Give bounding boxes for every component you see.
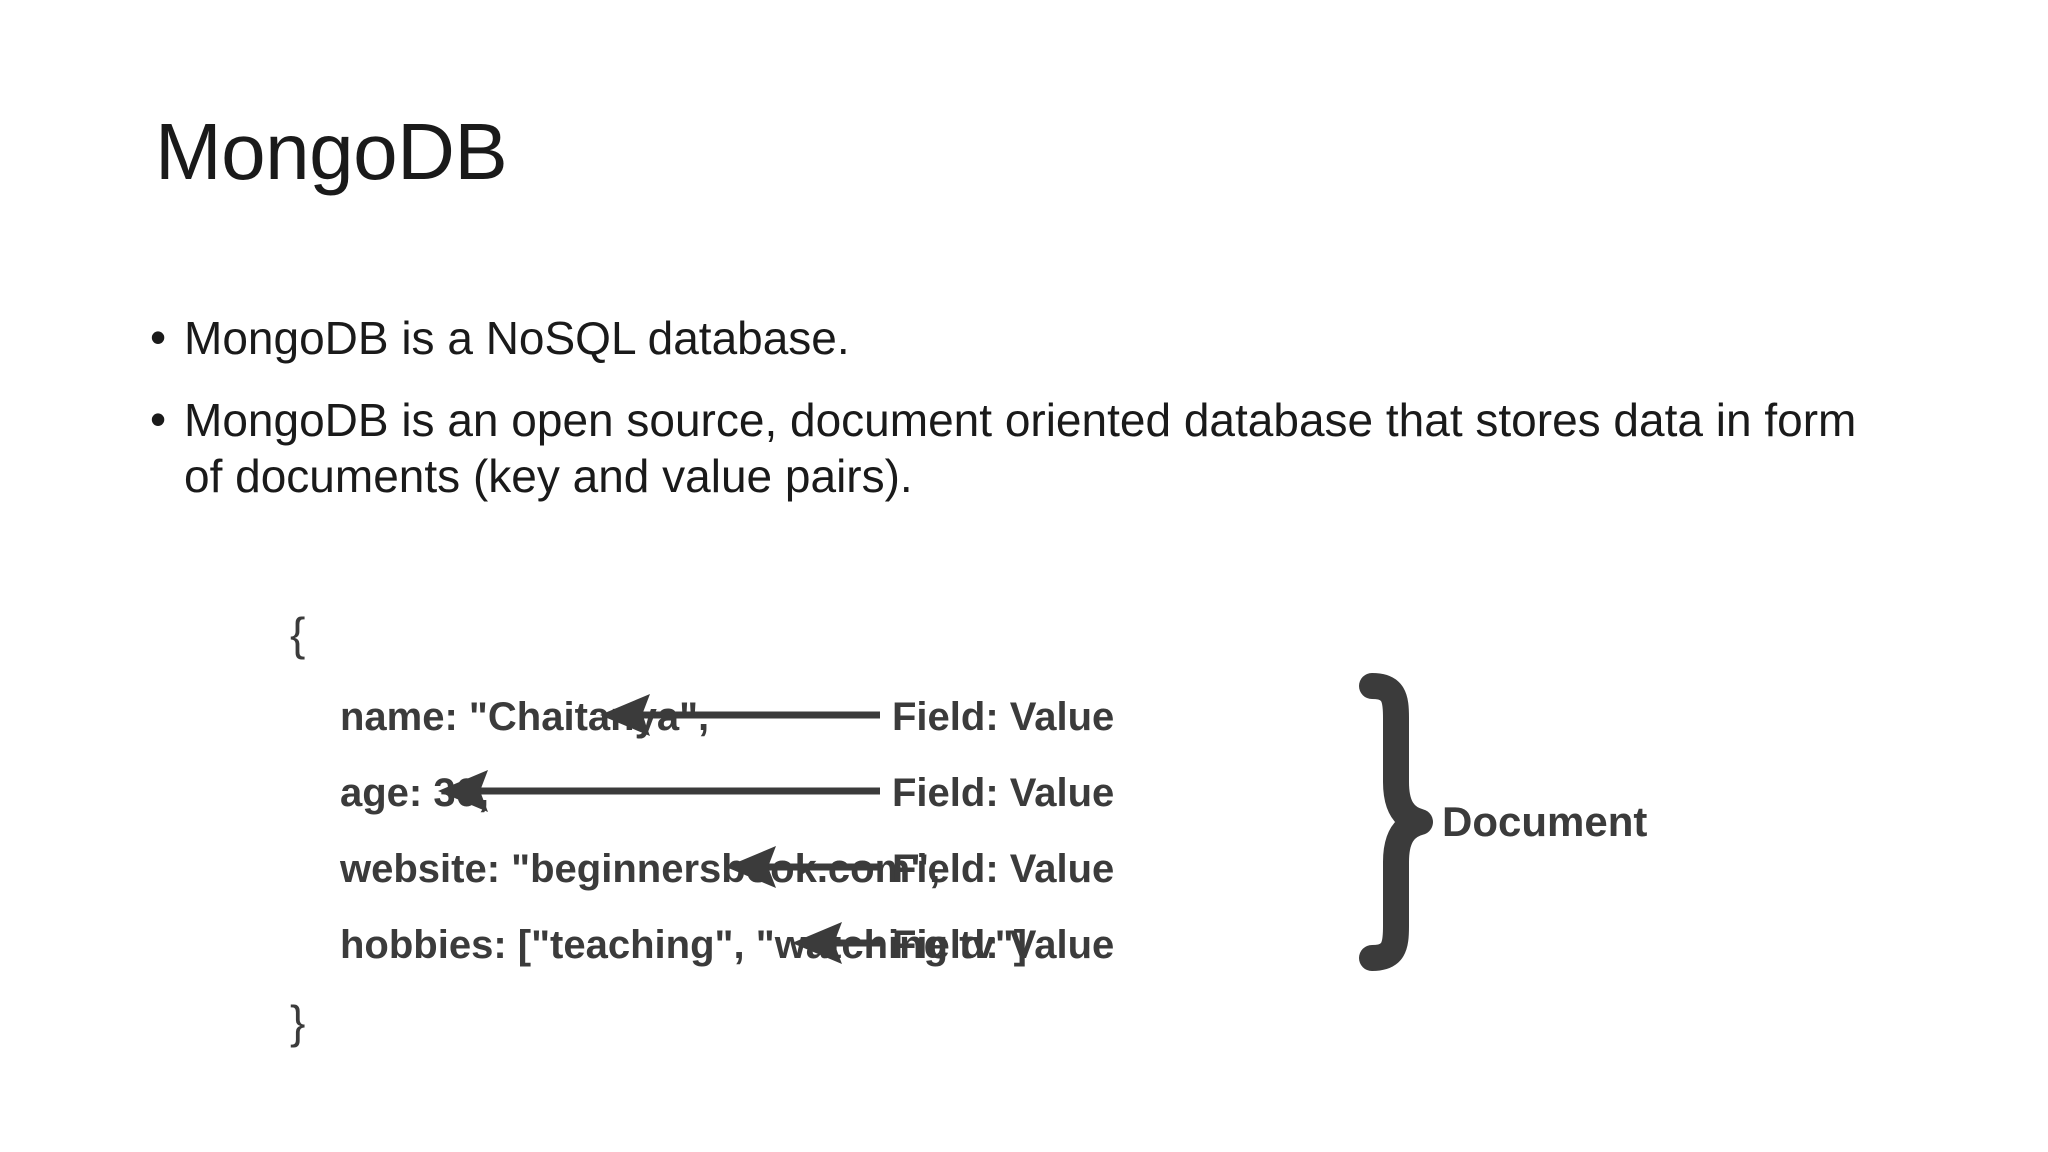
bullet-marker-icon: • [150,393,167,446]
list-item: • MongoDB is an open source, document or… [150,392,1910,504]
field-value-annotation: Field: Value [892,847,1114,891]
bullet-text: MongoDB is an open source, document orie… [184,394,1857,503]
document-label: Document [1442,798,1647,845]
list-item: • MongoDB is a NoSQL database. [150,310,1910,366]
arrow-icon [792,922,880,964]
arrow-icon [726,846,880,888]
bullet-list: • MongoDB is a NoSQL database. • MongoDB… [150,310,1910,530]
json-close-brace: } [290,996,305,1048]
page-title: MongoDB [155,107,508,196]
arrow-icon [600,694,880,736]
field-value-annotation: Field: Value [892,771,1114,815]
json-field-line: hobbies: ["teaching", "watching tv"] [340,923,1027,967]
mongodb-document-diagram: { name: "Chaitanya", Field: Value age: 3… [290,610,1710,1070]
bullet-marker-icon: • [150,311,167,363]
document-brace-icon [1359,673,1433,971]
bullet-text: MongoDB is a NoSQL database. [184,312,850,364]
field-value-annotation: Field: Value [892,923,1114,967]
arrow-icon [438,770,880,812]
field-value-annotation: Field: Value [892,695,1114,739]
json-open-brace: { [290,610,305,660]
